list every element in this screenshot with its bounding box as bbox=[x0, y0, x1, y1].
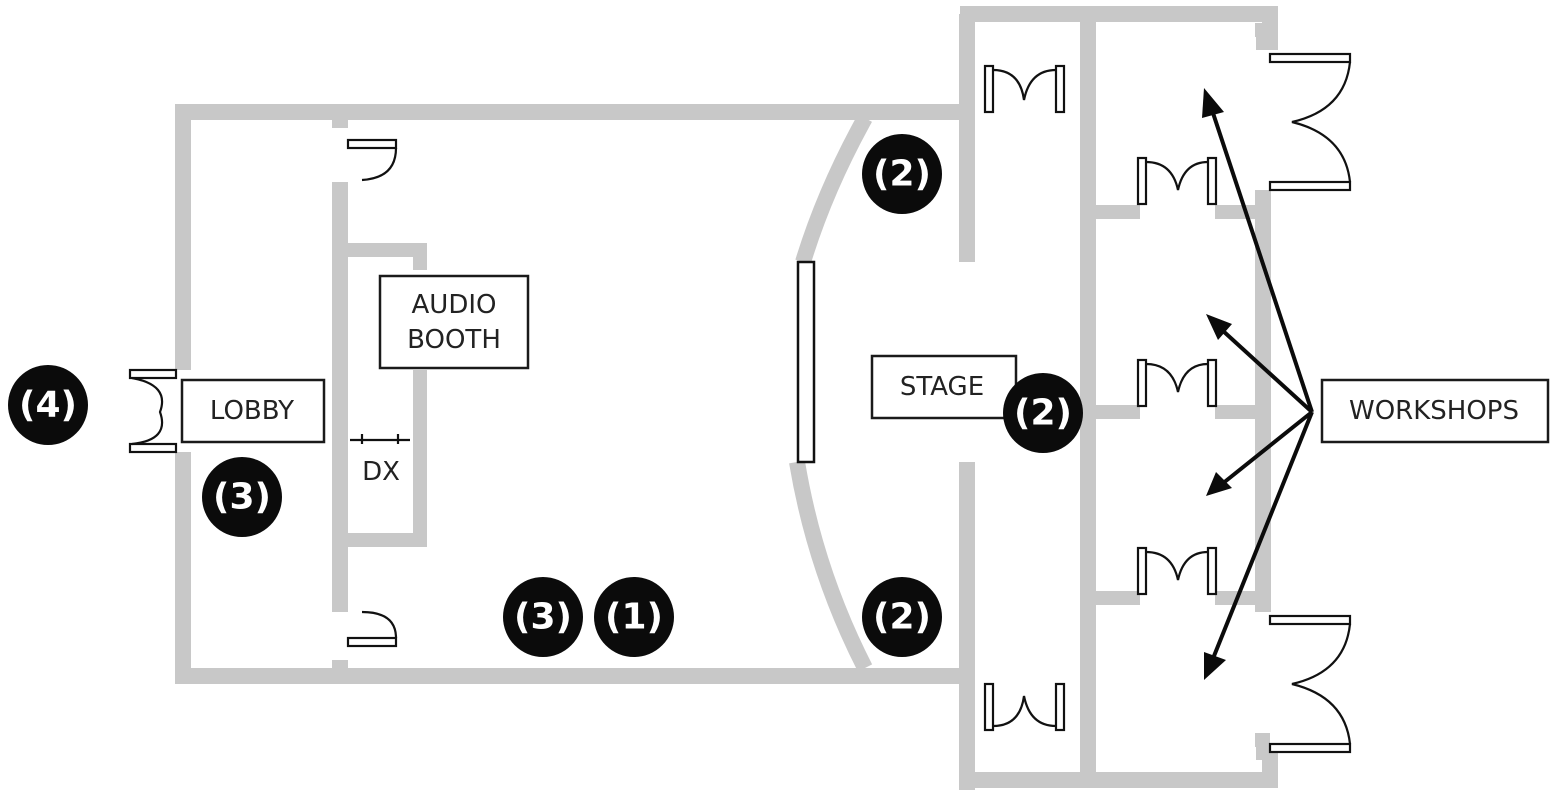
marker-1-floor: (1) bbox=[594, 577, 674, 657]
wall-bottom-outer bbox=[960, 750, 1278, 788]
proscenium-edge bbox=[796, 260, 816, 464]
audio-booth-label-line1: AUDIO bbox=[412, 290, 497, 320]
doors bbox=[128, 52, 1352, 754]
marker-2-top: (2) bbox=[862, 134, 942, 214]
wall-stage-curve-bottom bbox=[789, 460, 873, 672]
workshop-door-1[interactable] bbox=[1136, 156, 1218, 206]
walls bbox=[175, 6, 1278, 790]
backstage-door-bottom[interactable] bbox=[983, 682, 1066, 732]
workshop-door-2[interactable] bbox=[1136, 358, 1218, 408]
wall-ws-top-stub bbox=[1255, 23, 1270, 50]
arrow-workshop-bottom bbox=[1212, 411, 1314, 657]
marker-2-bottom-text: (2) bbox=[873, 597, 931, 638]
lobby-label-text: LOBBY bbox=[210, 396, 294, 426]
backstage-door-top[interactable] bbox=[983, 64, 1066, 114]
workshops-label: WORKSHOPS bbox=[1320, 378, 1550, 444]
marker-1-floor-text: (1) bbox=[605, 597, 663, 638]
marker-3-floor-text: (3) bbox=[514, 597, 572, 638]
lobby-entrance-door[interactable] bbox=[128, 368, 178, 454]
workshop-door-3[interactable] bbox=[1136, 546, 1218, 596]
marker-2-bottom: (2) bbox=[862, 577, 942, 657]
dx-label: DX bbox=[352, 448, 410, 494]
arrow-workshop-upper bbox=[1220, 328, 1314, 414]
audio-booth-label-line2: BOOTH bbox=[407, 325, 501, 355]
marker-2-top-text: (2) bbox=[873, 154, 931, 195]
wall-north-west bbox=[175, 104, 975, 370]
workshops-label-text: WORKSHOPS bbox=[1349, 396, 1519, 426]
stage-label: STAGE bbox=[870, 354, 1018, 420]
arrow-workshop-top bbox=[1210, 109, 1314, 413]
booth-door[interactable] bbox=[350, 434, 410, 444]
wall-booth-top bbox=[340, 243, 427, 270]
wall-south-west bbox=[175, 452, 975, 684]
wall-booth-side bbox=[340, 370, 427, 547]
marker-3-lobby: (3) bbox=[202, 457, 282, 537]
auditorium-door-north[interactable] bbox=[346, 138, 398, 182]
workshop-arrows bbox=[1202, 88, 1314, 680]
stage-label-text: STAGE bbox=[900, 372, 984, 402]
workshop-exterior-door-top[interactable] bbox=[1268, 52, 1352, 192]
wall-ws-bottom-stub bbox=[1255, 733, 1270, 760]
arrow-workshop-lower bbox=[1220, 410, 1314, 486]
marker-2-stage-text: (2) bbox=[1014, 393, 1072, 434]
arrow-head-bottom bbox=[1204, 652, 1226, 680]
auditorium-door-south[interactable] bbox=[346, 610, 398, 648]
marker-3-floor: (3) bbox=[503, 577, 583, 657]
wall-top-outer bbox=[960, 6, 1278, 50]
audio-booth-label: AUDIO BOOTH bbox=[378, 274, 530, 370]
marker-4-text: (4) bbox=[19, 385, 77, 426]
arrow-head-top bbox=[1202, 88, 1224, 118]
arrow-head-lower bbox=[1206, 472, 1232, 496]
arrow-head-upper bbox=[1206, 314, 1232, 340]
dx-label-text: DX bbox=[362, 457, 400, 487]
marker-2-stage: (2) bbox=[1003, 373, 1083, 453]
wall-stage-curve-top bbox=[795, 114, 872, 265]
marker-3-lobby-text: (3) bbox=[213, 477, 271, 518]
marker-4: (4) bbox=[8, 365, 88, 445]
workshop-exterior-door-bottom[interactable] bbox=[1268, 614, 1352, 754]
lobby-label: LOBBY bbox=[180, 378, 326, 444]
